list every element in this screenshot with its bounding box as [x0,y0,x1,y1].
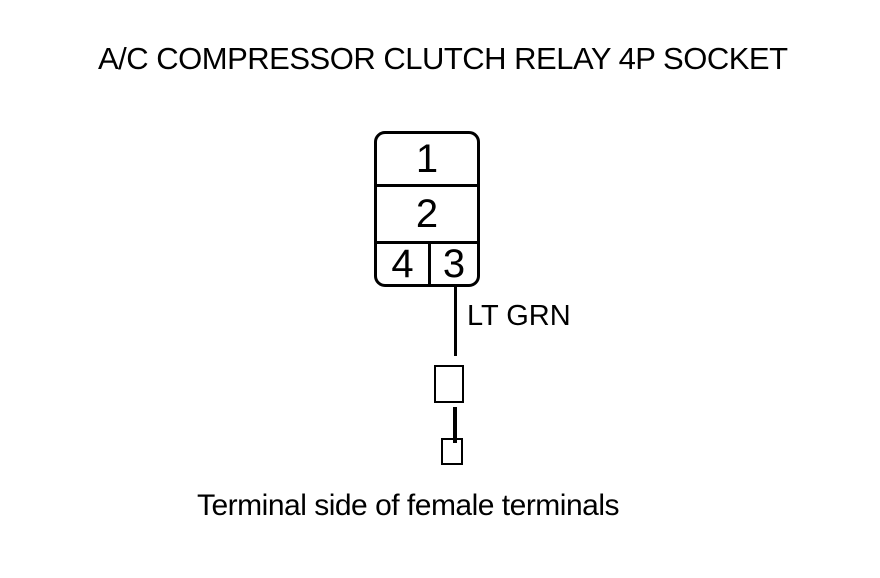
socket-row-3: 4 3 [377,241,477,284]
wire-segment-upper [454,287,457,356]
pin-cell-1: 1 [415,137,439,181]
wire-segment-lower [453,407,457,443]
relay-socket-outline: 1 2 4 3 [374,131,480,287]
wire-color-label: LT GRN [467,300,571,332]
terminal-symbol-small [441,438,463,465]
socket-row-2: 2 [377,184,477,241]
terminal-symbol-large [434,365,464,403]
pin-cell-3: 3 [428,244,477,284]
socket-row-1: 1 [377,134,477,184]
diagram-caption: Terminal side of female terminals [197,489,620,522]
pin-cell-4: 4 [391,242,414,286]
diagram-title: A/C COMPRESSOR CLUTCH RELAY 4P SOCKET [98,41,788,76]
pin-cell-2: 2 [415,192,439,236]
